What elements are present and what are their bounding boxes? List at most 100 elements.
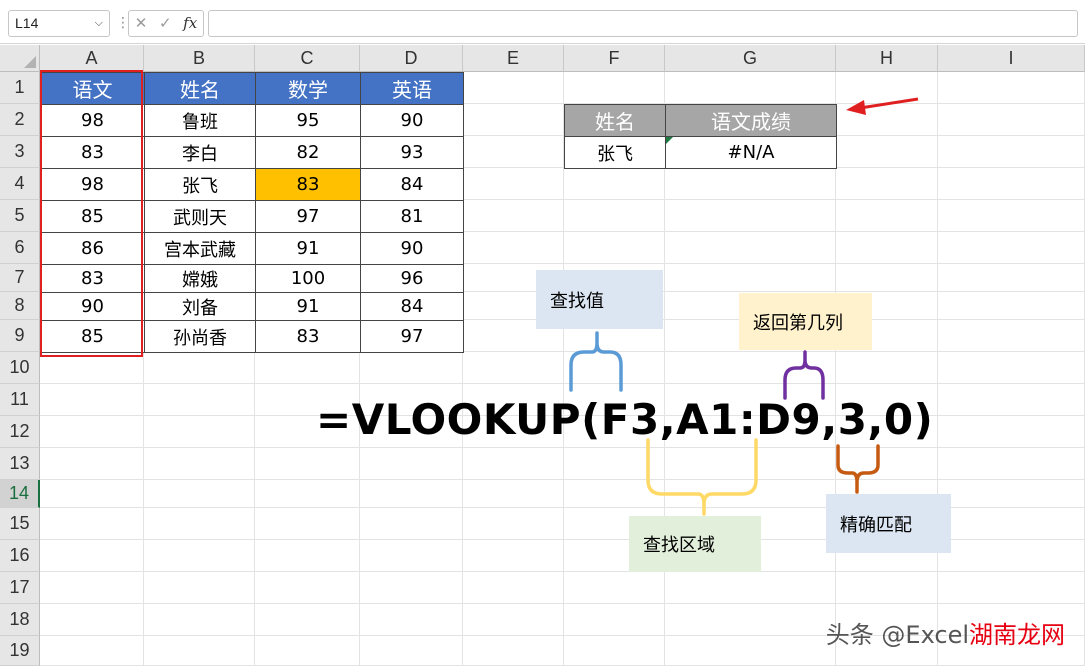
watermark-prefix: 头条 @Excel [825,621,969,649]
gridline [40,571,1085,572]
lookup-header-cell[interactable]: 姓名 [564,104,666,137]
row-header-6[interactable]: 6 [0,232,40,264]
column-header-c[interactable]: C [255,45,360,72]
lookup-header-cell[interactable]: 语文成绩 [665,104,837,137]
row-header-12[interactable]: 12 [0,416,40,448]
row-header-14[interactable]: 14 [0,480,40,508]
gridline [40,351,1085,352]
row-header-1[interactable]: 1 [0,72,40,104]
column-header-i[interactable]: I [938,45,1085,72]
row-header-13[interactable]: 13 [0,448,40,480]
gridline [462,72,463,666]
table-cell[interactable]: 83 [255,320,361,353]
row-header-11[interactable]: 11 [0,384,40,416]
gridline [40,383,1085,384]
table-cell[interactable]: 82 [255,136,361,169]
row-header-17[interactable]: 17 [0,572,40,604]
row-header-9[interactable]: 9 [0,320,40,352]
table-cell[interactable]: 81 [360,200,464,233]
row-header-19[interactable]: 19 [0,636,40,666]
name-box[interactable]: L14 ⌵ [8,10,110,37]
column-header-g[interactable]: G [665,45,836,72]
table-cell[interactable]: 83 [40,264,145,293]
row-header-8[interactable]: 8 [0,292,40,320]
row-header-5[interactable]: 5 [0,200,40,232]
table-cell[interactable]: 孙尚香 [144,320,256,353]
watermark: 头条 @Excel湖南龙网 [826,615,1065,650]
table-cell[interactable]: 91 [255,292,361,321]
column-header-e[interactable]: E [463,45,564,72]
row-header-7[interactable]: 7 [0,264,40,292]
table-cell[interactable]: 嫦娥 [144,264,256,293]
gridline [40,263,1085,264]
gridline [40,199,1085,200]
select-all-button[interactable] [0,45,40,72]
insert-function-icon[interactable]: fx [183,14,198,32]
table-cell[interactable]: 83 [40,136,145,169]
brace-column-index [783,350,825,400]
row-header-2[interactable]: 2 [0,104,40,136]
column-header-f[interactable]: F [564,45,665,72]
lookup-value-label: 查找值 [536,270,663,329]
row-header-18[interactable]: 18 [0,604,40,636]
table-cell[interactable]: 85 [40,320,145,353]
gridline [40,167,1085,168]
formula-input[interactable] [208,10,1078,37]
table-cell[interactable]: 84 [360,168,464,201]
table-cell[interactable]: 李白 [144,136,256,169]
gridline [40,603,1085,604]
gridline [40,539,1085,540]
gridline [254,72,255,666]
column-header-d[interactable]: D [360,45,463,72]
brace-lookup-value [569,331,623,392]
table-cell[interactable]: 90 [360,232,464,265]
table-cell[interactable]: 刘备 [144,292,256,321]
table-cell[interactable]: 武则天 [144,200,256,233]
table-cell[interactable]: 96 [360,264,464,293]
lookup-value-cell[interactable]: #N/A [665,136,837,169]
gridline [40,447,1085,448]
gridline [40,231,1085,232]
table-cell[interactable]: 84 [360,292,464,321]
table-cell[interactable]: 86 [40,232,145,265]
table-cell[interactable]: 90 [40,292,145,321]
gridline [937,72,938,666]
table-header-cell[interactable]: 英语 [360,72,464,105]
confirm-icon[interactable]: ✓ [158,14,172,32]
row-header-16[interactable]: 16 [0,540,40,572]
column-header-h[interactable]: H [836,45,938,72]
more-icon: ⋮ [116,12,130,34]
error-indicator-icon[interactable] [666,137,673,144]
table-cell[interactable]: 宫本武藏 [144,232,256,265]
table-header-cell[interactable]: 语文 [40,72,145,105]
table-header-cell[interactable]: 数学 [255,72,361,105]
column-header-a[interactable]: A [40,45,144,72]
column-header-b[interactable]: B [144,45,255,72]
table-cell[interactable]: 90 [360,104,464,137]
table-cell[interactable]: 91 [255,232,361,265]
gridline [40,635,1085,636]
gridline [40,415,1085,416]
table-cell[interactable]: 97 [255,200,361,233]
row-header-15[interactable]: 15 [0,508,40,540]
column-a-highlight-frame [40,70,143,357]
table-cell[interactable]: 95 [255,104,361,137]
table-cell[interactable]: 85 [40,200,145,233]
row-header-10[interactable]: 10 [0,352,40,384]
lookup-value-cell[interactable]: 张飞 [564,136,666,169]
row-header-3[interactable]: 3 [0,136,40,168]
table-cell[interactable]: 100 [255,264,361,293]
column-index-label: 返回第几列 [739,293,872,350]
table-cell[interactable]: 张飞 [144,168,256,201]
table-header-cell[interactable]: 姓名 [144,72,256,105]
table-cell[interactable]: 鲁班 [144,104,256,137]
table-cell[interactable]: 97 [360,320,464,353]
table-cell[interactable]: 93 [360,136,464,169]
table-cell[interactable]: 83 [255,168,361,201]
watermark-suffix: 湖南龙网 [969,621,1065,649]
gridline [40,135,1085,136]
cancel-icon[interactable]: ✕ [134,14,148,32]
chevron-down-icon[interactable]: ⌵ [94,17,103,29]
gridline [835,72,836,666]
row-header-4[interactable]: 4 [0,168,40,200]
